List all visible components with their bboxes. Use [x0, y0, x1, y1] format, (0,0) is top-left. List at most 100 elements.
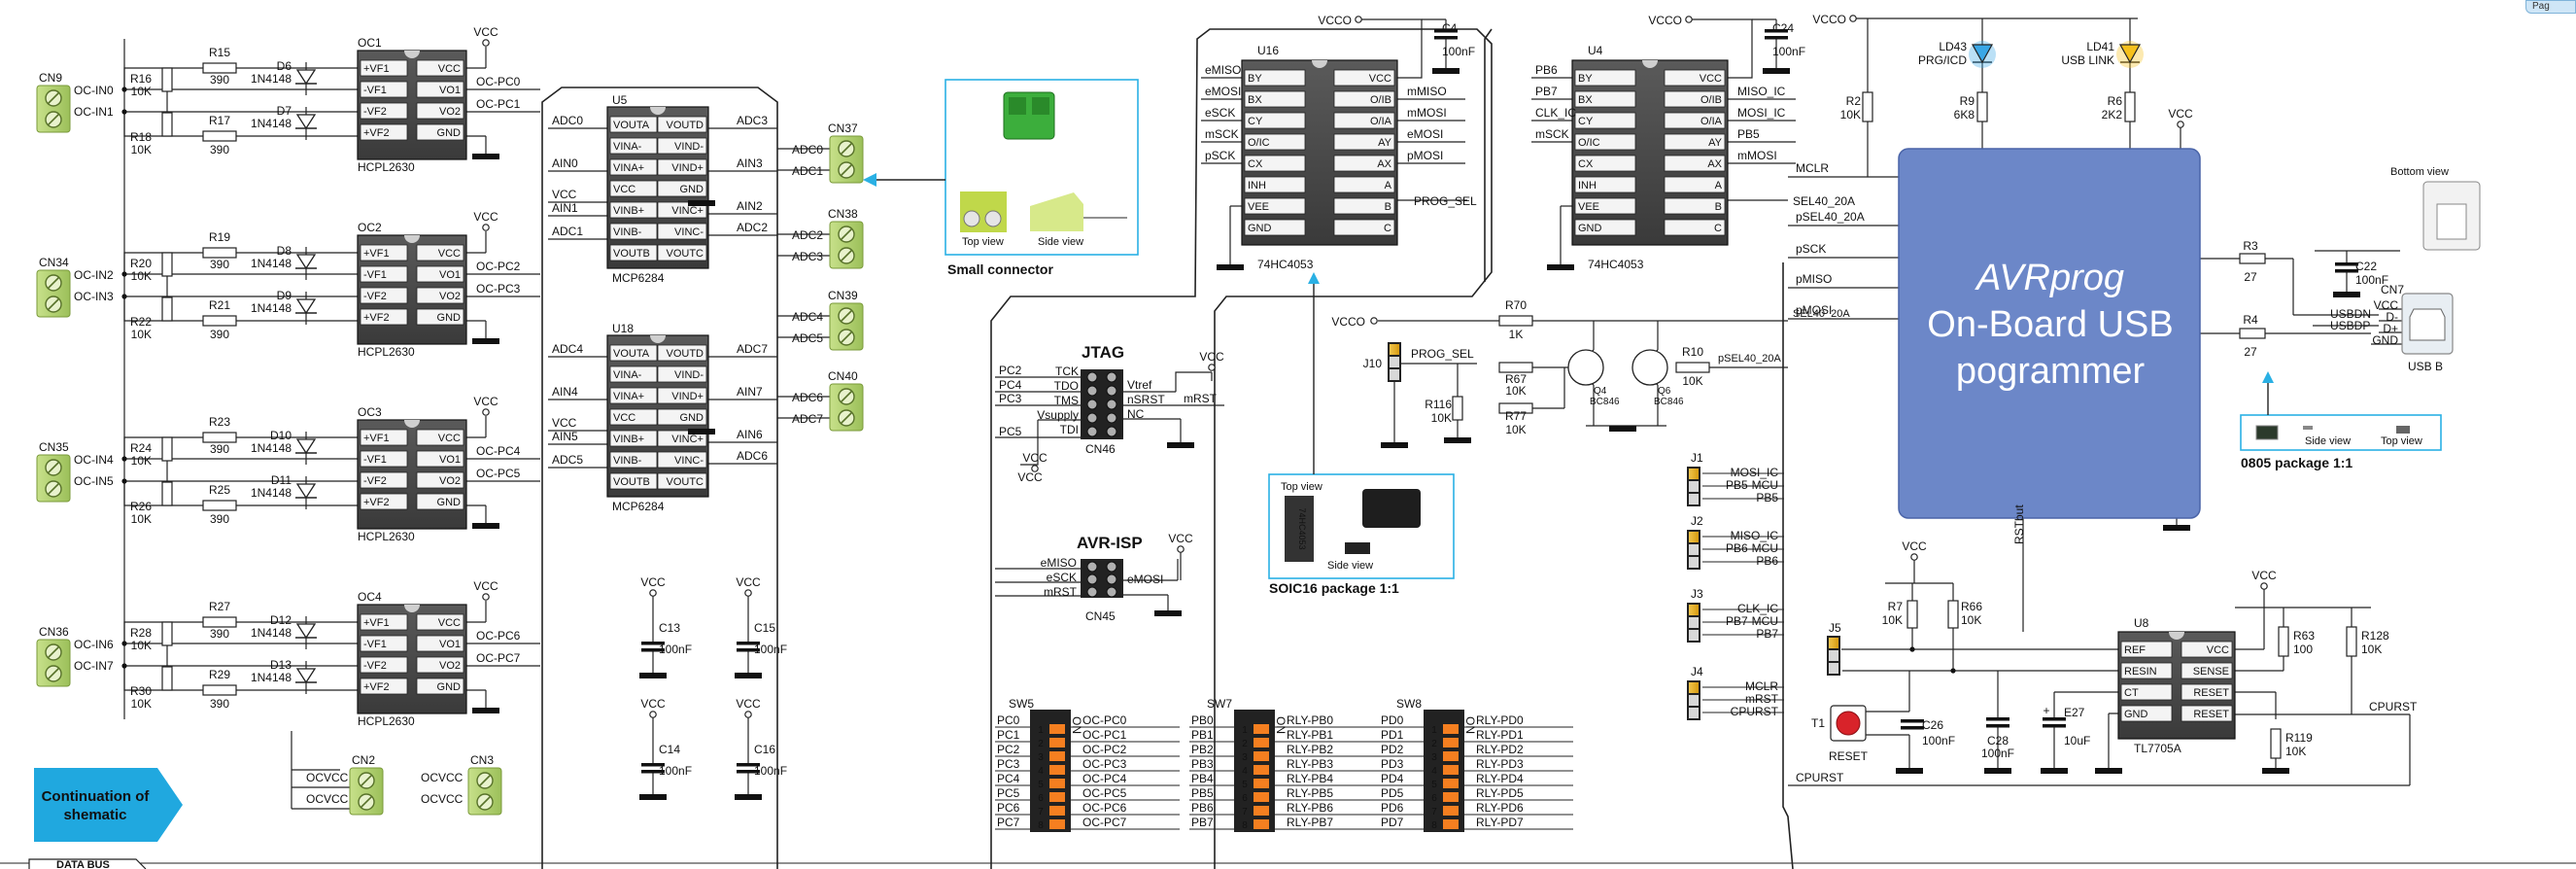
switch-on-label: ON [1463, 716, 1477, 734]
connector-label: CN39 [828, 289, 858, 302]
led-name: LD43 [1939, 40, 1967, 53]
jumper-net-label: mRST [1745, 692, 1779, 706]
ic-pin-label: CY [1578, 116, 1594, 127]
switch-input-net: PD2 [1381, 743, 1404, 756]
switch-number: 6 [1431, 793, 1437, 804]
ground-symbol [1381, 442, 1408, 448]
junction-dot [1909, 646, 1915, 652]
header-pin [1106, 412, 1117, 424]
ic-pin [416, 81, 464, 98]
resistor-r119 [2270, 728, 2282, 759]
ic-pin-label: VINA- [613, 369, 642, 381]
switch-lever [1254, 738, 1269, 747]
ground-symbol [2333, 292, 2360, 297]
diode-part: 1N4148 [251, 671, 292, 684]
ic-pin-label: A [1715, 180, 1723, 191]
ic-pin [360, 613, 408, 631]
ic-pin-label: VINA- [613, 141, 642, 153]
vcc-terminal [2260, 582, 2268, 590]
connector-pin-label: OC-IN1 [74, 105, 114, 119]
header-pin [1106, 586, 1117, 598]
resistor-value: 10K [131, 269, 152, 283]
connector-label: CN40 [828, 369, 858, 383]
vcc-label: VCC [1199, 350, 1224, 364]
ic-pin [1244, 155, 1306, 172]
diode-name: D6 [277, 59, 292, 73]
mux-output-net: MISO_IC [1737, 85, 1786, 98]
ic-pin [360, 450, 408, 468]
ic-pin-label: BX [1578, 94, 1593, 106]
resistor-r20 [161, 252, 173, 277]
ic-pin-label: +VF1 [363, 248, 390, 260]
switch-lever [1049, 819, 1065, 829]
usb-net-label: USBDN [2330, 307, 2371, 321]
connector-pin-label: OC-IN6 [74, 638, 114, 651]
ic-pin [609, 223, 658, 240]
switch-lever [1049, 806, 1065, 816]
switch-input-net: PC1 [997, 728, 1020, 742]
connector-pin-label: OC-IN0 [74, 84, 114, 97]
capacitor-c28 [1986, 724, 2009, 728]
ocvcc-label: OCVCC [421, 771, 464, 784]
ic-pin [2120, 641, 2173, 658]
page-tab[interactable]: Pag [2525, 0, 2576, 14]
ic-pin-label: VINC+ [671, 434, 704, 445]
capacitor-c16 [737, 763, 760, 767]
isp-net-label: eMISO [1041, 556, 1077, 570]
switch-output-net: OC-PC3 [1082, 757, 1127, 771]
ic-pin [1664, 112, 1726, 129]
ground-symbol [2163, 525, 2190, 531]
ic-pin [360, 244, 408, 261]
usb-pin-label: VCC [2374, 298, 2399, 312]
header-pin [1086, 412, 1098, 424]
resistor-r2 [1862, 91, 1873, 122]
ic-pin-label: VCC [613, 184, 635, 195]
ground-symbol [735, 673, 762, 678]
output-net-label: OC-PC6 [476, 629, 521, 643]
ic-pin [360, 493, 408, 510]
ic-pin-label: +VF2 [363, 497, 390, 508]
capacitor-name: C16 [754, 743, 775, 756]
ground-symbol [2041, 768, 2068, 774]
ic-pin-label: B [1715, 201, 1722, 213]
ic-pin [1333, 197, 1395, 215]
chip-part: HCPL2630 [358, 345, 415, 359]
ic-pin [2120, 705, 2173, 722]
ic-pin [2120, 683, 2173, 701]
diode-part: 1N4148 [251, 441, 292, 455]
arrow-icon [2262, 371, 2274, 383]
switch-number: 4 [1242, 766, 1248, 777]
jtag-net-label: PC4 [999, 378, 1022, 392]
chip-name: OC1 [358, 36, 382, 50]
ic-pin [1664, 176, 1726, 193]
ic-pin-label: VIND+ [671, 162, 704, 174]
ic-pin-label: C [1714, 223, 1722, 234]
opamp-output-net: ADC6 [737, 449, 768, 463]
connector-pin-label: OC-IN2 [74, 268, 114, 282]
ic-pin-label: RESIN [2124, 666, 2157, 678]
capacitor-name: C28 [1987, 734, 2009, 747]
ic-pin-label: VEE [1578, 201, 1599, 213]
ground-symbol [735, 794, 762, 800]
jumper-pin [1829, 663, 1838, 674]
opamp-input-net: AIN1 [552, 201, 578, 215]
capacitor-c22 [2335, 262, 2358, 266]
ic-notch [1312, 60, 1327, 68]
opamp-output-net: AIN2 [737, 199, 763, 213]
junction-dot [121, 87, 127, 92]
ic-pin-label: VINB+ [613, 205, 644, 217]
usb-net-label: USBDP [2330, 319, 2370, 332]
resistor-value: 10K [131, 328, 152, 341]
avrprog-subtitle: pogrammer [1956, 351, 2146, 392]
usb-pin-label: D- [2386, 310, 2398, 324]
ic-pin-label: O/IC [1578, 137, 1600, 149]
connector-pin-label: ADC1 [792, 164, 823, 178]
switch-output-net: RLY-PB2 [1287, 743, 1333, 756]
vcc-label: VCC [2168, 107, 2193, 121]
ground-symbol [1167, 442, 1194, 448]
opamp-input-net: VCC [552, 416, 577, 430]
switch-number: 2 [1431, 739, 1437, 749]
jumper-net-label: PB5 [1756, 491, 1778, 504]
diode-d9 [295, 298, 317, 315]
wire [123, 666, 358, 691]
